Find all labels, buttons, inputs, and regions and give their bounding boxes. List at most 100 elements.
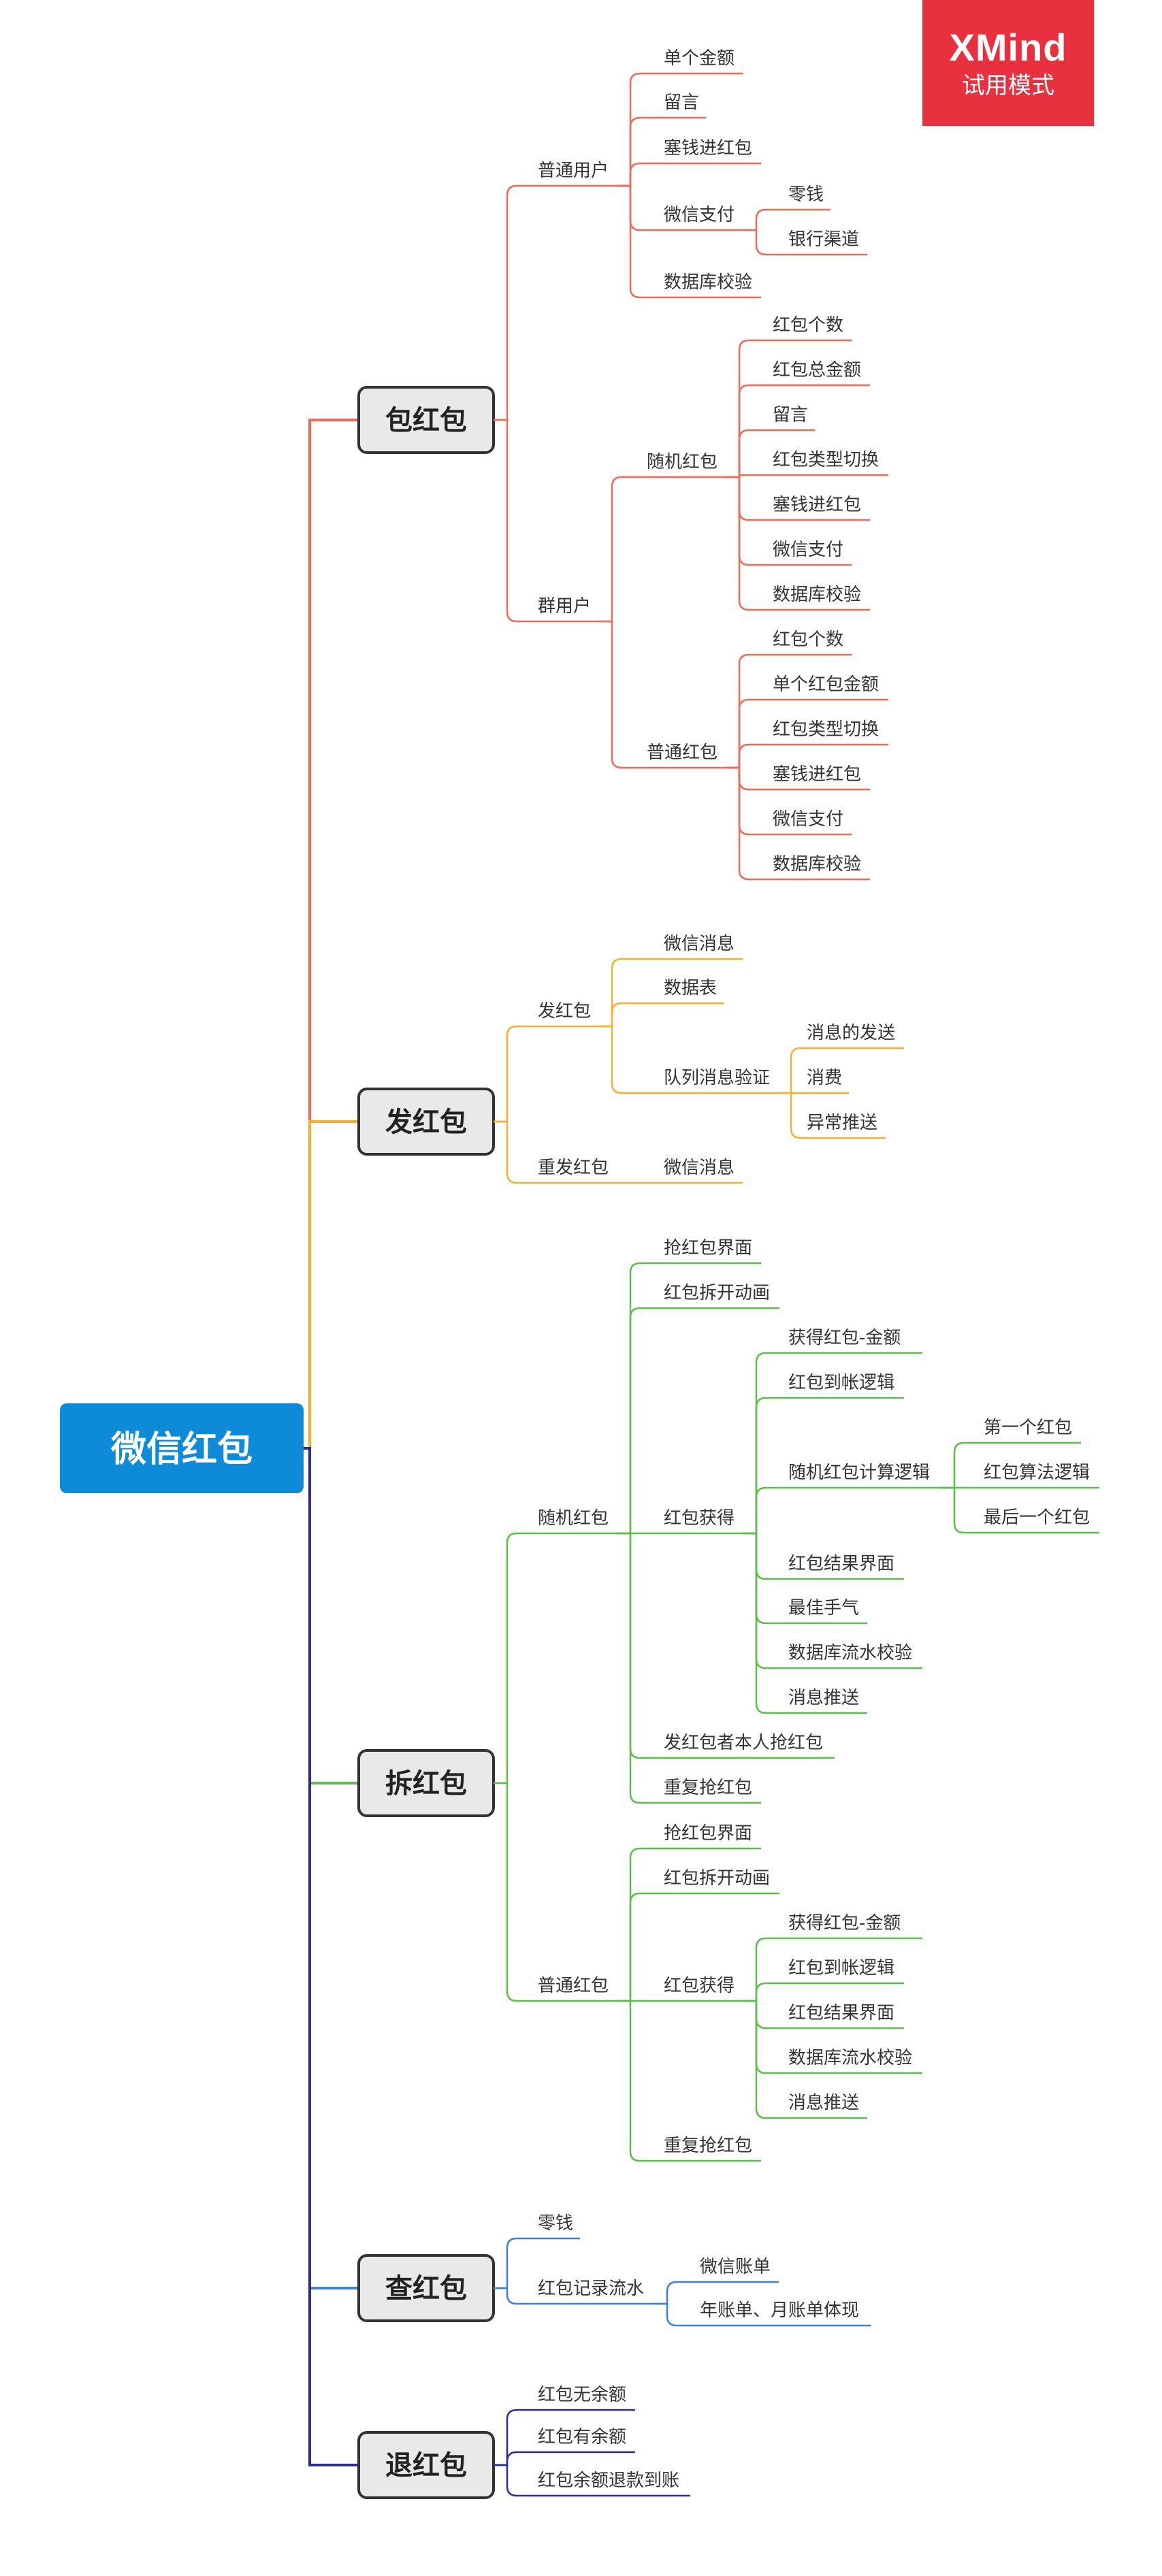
topic-l3[interactable]: 红包到帐逻辑 bbox=[788, 1958, 894, 1978]
topic-l2[interactable]: 塞钱进红包 bbox=[664, 138, 752, 159]
topic-l3[interactable]: 数据库校验 bbox=[773, 585, 861, 605]
connector-line bbox=[743, 1486, 784, 1535]
topic-l3[interactable]: 留言 bbox=[773, 405, 808, 425]
connector-line bbox=[779, 1092, 803, 1139]
topic-l2[interactable]: 红包获得 bbox=[664, 1976, 735, 1996]
branch-topic[interactable]: 退红包 bbox=[357, 2431, 495, 2499]
connector-line bbox=[743, 2000, 784, 2029]
topic-l1[interactable]: 红包无余额 bbox=[538, 2385, 626, 2405]
topic-l2[interactable]: 年账单、月账单体现 bbox=[700, 2300, 859, 2321]
topic-l1[interactable]: 红包有余额 bbox=[538, 2427, 626, 2447]
topic-l1[interactable]: 普通用户 bbox=[538, 161, 609, 181]
topic-l3[interactable]: 红包类型切换 bbox=[773, 450, 879, 470]
topic-l3[interactable]: 银行渠道 bbox=[788, 229, 859, 250]
topic-l3[interactable]: 消息推送 bbox=[788, 1688, 859, 1708]
connector-line bbox=[494, 2287, 534, 2305]
topic-l4[interactable]: 红包算法逻辑 bbox=[984, 1463, 1090, 1483]
topic-l2[interactable]: 微信支付 bbox=[664, 205, 735, 225]
topic-l3[interactable]: 异常推送 bbox=[807, 1113, 877, 1133]
topic-l3[interactable]: 红包结果界面 bbox=[788, 2003, 894, 2023]
topic-l1[interactable]: 红包余额退款到账 bbox=[538, 2471, 679, 2491]
connector-line bbox=[726, 743, 769, 769]
topic-l3[interactable]: 红包个数 bbox=[773, 315, 843, 336]
topic-l2[interactable]: 数据表 bbox=[664, 978, 717, 998]
connector-line bbox=[743, 1532, 784, 1669]
trial-mode-label: 试用模式 bbox=[962, 72, 1054, 99]
topic-l2[interactable]: 红包拆开动画 bbox=[664, 1283, 770, 1303]
connector-line bbox=[598, 620, 643, 769]
connector-line bbox=[617, 184, 660, 299]
topic-l3[interactable]: 微信支付 bbox=[773, 809, 843, 830]
xmind-logo: XMind bbox=[949, 26, 1067, 69]
branch-connector bbox=[304, 1120, 359, 1450]
topic-l3[interactable]: 最佳手气 bbox=[788, 1598, 859, 1618]
connector-line bbox=[617, 1262, 660, 1535]
topic-l2[interactable]: 微信消息 bbox=[664, 934, 735, 954]
topic-l4[interactable]: 最后一个红包 bbox=[984, 1507, 1090, 1528]
connector-line bbox=[494, 1120, 534, 1184]
topic-l4[interactable]: 第一个红包 bbox=[984, 1418, 1072, 1438]
branch-topic[interactable]: 拆红包 bbox=[357, 1749, 495, 1817]
connector-line bbox=[743, 2000, 784, 2119]
topic-l1[interactable]: 发红包 bbox=[538, 1001, 591, 1022]
topic-l3[interactable]: 消息的发送 bbox=[807, 1023, 895, 1043]
connector-line bbox=[617, 1532, 660, 1804]
topic-l3[interactable]: 红包类型切换 bbox=[773, 719, 879, 740]
connector-line bbox=[726, 339, 769, 478]
connector-line bbox=[726, 766, 769, 791]
topic-l3[interactable]: 红包到帐逻辑 bbox=[788, 1373, 894, 1393]
branch-topic[interactable]: 发红包 bbox=[357, 1088, 495, 1156]
topic-l2[interactable]: 随机红包 bbox=[647, 452, 717, 472]
topic-l1[interactable]: 普通红包 bbox=[538, 1976, 609, 1996]
topic-l2[interactable]: 红包获得 bbox=[664, 1508, 735, 1529]
topic-l1[interactable]: 随机红包 bbox=[538, 1508, 609, 1529]
topic-l3[interactable]: 消息推送 bbox=[788, 2093, 859, 2113]
topic-l2[interactable]: 微信账单 bbox=[700, 2257, 771, 2277]
branch-topic[interactable]: 查红包 bbox=[357, 2254, 495, 2322]
connector-line bbox=[617, 72, 660, 187]
connector-line bbox=[941, 1441, 980, 1489]
connector-line bbox=[743, 2000, 784, 2074]
topic-l2[interactable]: 微信消息 bbox=[664, 1158, 735, 1178]
topic-l2[interactable]: 普通红包 bbox=[647, 743, 717, 763]
topic-l2[interactable]: 红包拆开动画 bbox=[664, 1868, 770, 1889]
topic-l3[interactable]: 红包个数 bbox=[773, 630, 843, 650]
topic-l3[interactable]: 获得红包-金额 bbox=[788, 1913, 901, 1934]
topic-l3[interactable]: 微信支付 bbox=[773, 540, 843, 560]
topic-l3[interactable]: 塞钱进红包 bbox=[773, 764, 861, 785]
topic-l2[interactable]: 队列消息验证 bbox=[664, 1068, 770, 1088]
topic-l2[interactable]: 抢红包界面 bbox=[664, 1823, 752, 1844]
topic-l3[interactable]: 红包总金额 bbox=[773, 360, 861, 380]
branch-topic[interactable]: 包红包 bbox=[357, 386, 495, 454]
topic-l2[interactable]: 发红包者本人抢红包 bbox=[664, 1733, 823, 1753]
topic-l2[interactable]: 重复抢红包 bbox=[664, 2136, 752, 2156]
topic-l1[interactable]: 重发红包 bbox=[538, 1158, 609, 1178]
root-topic[interactable]: 微信红包 bbox=[60, 1403, 304, 1493]
topic-l2[interactable]: 数据库校验 bbox=[664, 272, 752, 293]
topic-l1[interactable]: 群用户 bbox=[538, 596, 591, 617]
topic-l3[interactable]: 塞钱进红包 bbox=[773, 495, 861, 515]
topic-l1[interactable]: 红包记录流水 bbox=[538, 2279, 644, 2299]
connector-line bbox=[779, 1047, 803, 1094]
topic-l3[interactable]: 数据库流水校验 bbox=[788, 2048, 912, 2068]
topic-l3[interactable]: 红包结果界面 bbox=[788, 1554, 894, 1574]
connector-line bbox=[653, 2302, 696, 2327]
topic-l1[interactable]: 零钱 bbox=[538, 2213, 573, 2234]
topic-l2[interactable]: 留言 bbox=[664, 93, 699, 113]
topic-l2[interactable]: 抢红包界面 bbox=[664, 1238, 752, 1258]
topic-l3[interactable]: 数据库流水校验 bbox=[788, 1643, 912, 1663]
connector-line bbox=[726, 698, 769, 769]
branch-connector bbox=[304, 1447, 359, 2466]
topic-l3[interactable]: 消费 bbox=[807, 1068, 842, 1088]
topic-l3[interactable]: 单个红包金额 bbox=[773, 674, 879, 695]
topic-l3[interactable]: 随机红包计算逻辑 bbox=[788, 1463, 930, 1483]
topic-l3[interactable]: 获得红包-金额 bbox=[788, 1328, 901, 1348]
topic-l3[interactable]: 零钱 bbox=[788, 184, 824, 205]
connector-line bbox=[494, 1782, 534, 2002]
connector-line bbox=[617, 1532, 660, 1759]
topic-l2[interactable]: 重复抢红包 bbox=[664, 1778, 752, 1798]
topic-l3[interactable]: 数据库校验 bbox=[773, 854, 861, 875]
connector-line bbox=[726, 476, 769, 566]
topic-l2[interactable]: 单个金额 bbox=[664, 48, 735, 69]
